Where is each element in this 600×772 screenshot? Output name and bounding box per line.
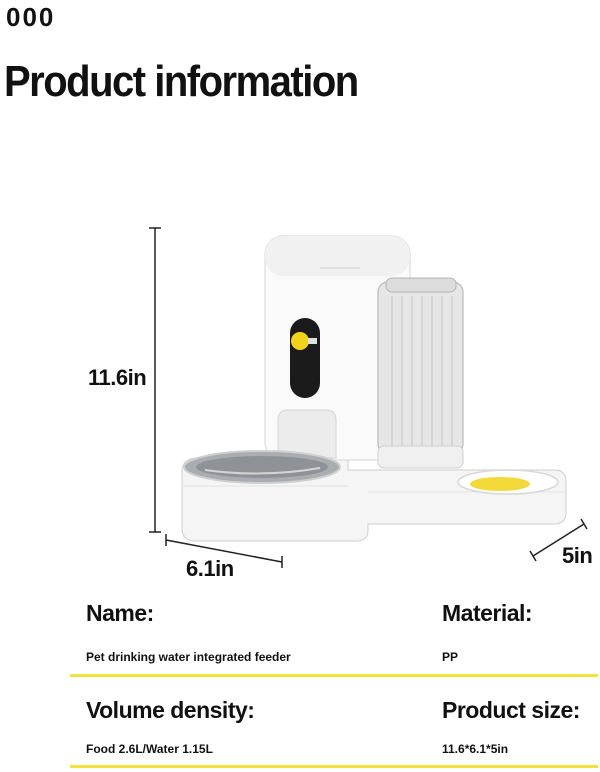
food-hopper [264,235,411,461]
spec-size-heading: Product size: [442,697,580,723]
spec-name-heading: Name: [86,600,154,626]
dimension-width-label: 6.1in [186,556,234,581]
page-title: Product information [4,58,359,106]
dimension-depth-label: 5in [562,543,593,568]
spec-material-heading: Material: [442,600,533,626]
dimension-height-label: 11.6in [88,365,147,390]
knob [291,332,309,350]
divider-2 [70,765,598,768]
spec-material-value: PP [442,650,459,664]
water-bowl [457,469,559,495]
spec-volume-value: Food 2.6L/Water 1.15L [86,742,213,756]
height-dimension-line [149,227,161,533]
width-dimension-line [165,534,283,568]
food-bowl [183,450,341,484]
depth-dimension-line [529,518,588,562]
dots-marker: 000 [6,2,56,32]
spec-volume-heading: Volume density: [86,697,255,723]
spec-size-value: 11.6*6.1*5in [442,742,509,756]
divider-1 [70,674,598,677]
water-bottle [377,277,464,469]
spec-name-value: Pet drinking water integrated feeder [86,650,291,664]
product-illustration [149,227,588,568]
